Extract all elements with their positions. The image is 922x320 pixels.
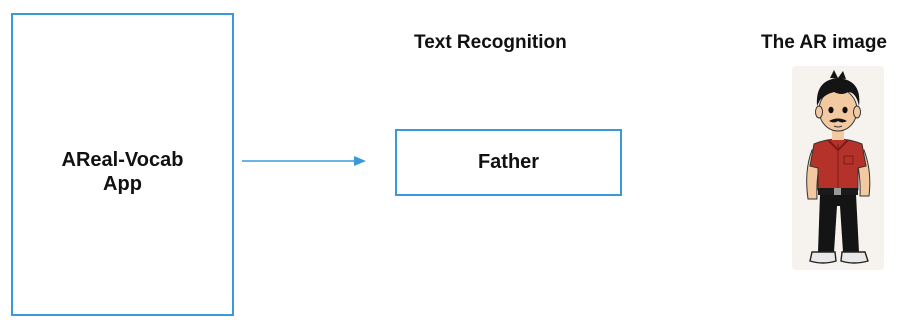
flow-arrow <box>242 156 366 166</box>
app-box <box>11 13 234 316</box>
recognized-word: Father <box>477 151 540 173</box>
ar-image-heading: The AR image <box>761 32 887 53</box>
text-recognition-heading: Text Recognition <box>414 32 567 53</box>
recognized-word-box: Father <box>395 129 622 196</box>
cartoon-father-figure-icon <box>792 66 884 270</box>
app-label: AReal-Vocab App <box>61 149 184 195</box>
